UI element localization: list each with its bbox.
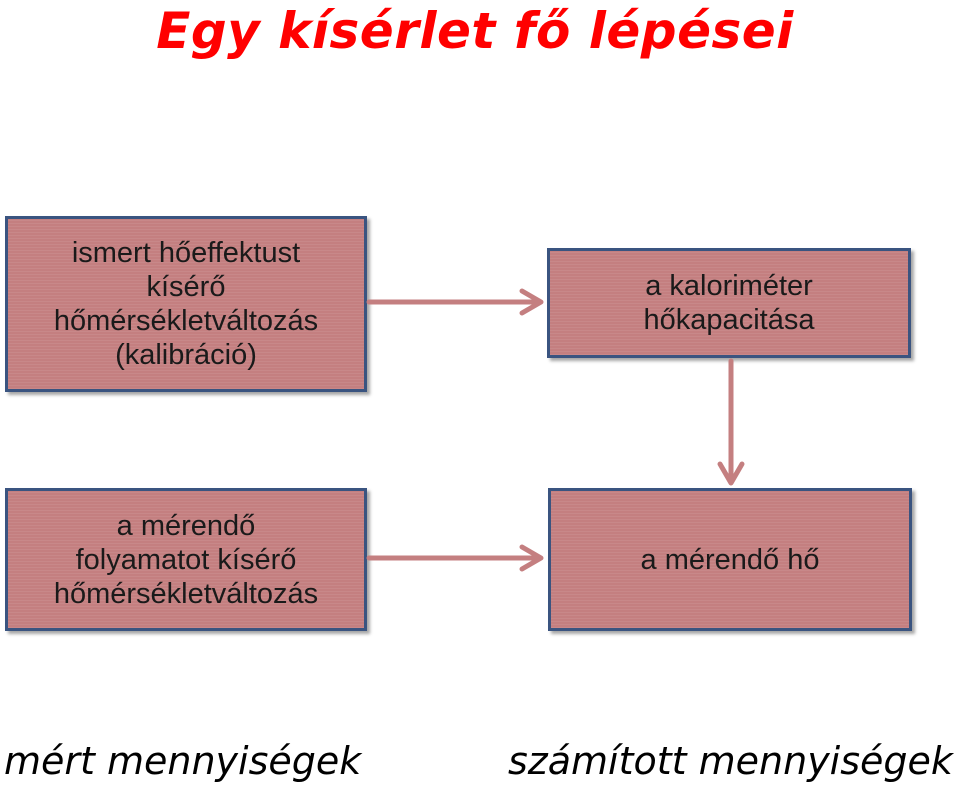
- measured-process-box-text: a mérendő folyamatot kísérő hőmérsékletv…: [54, 509, 318, 611]
- measured-heat-box: a mérendő hő: [548, 488, 912, 631]
- measured-quantities-label: mért mennyiségek: [4, 739, 362, 783]
- heat-capacity-box-text: a kaloriméter hőkapacitása: [644, 269, 815, 337]
- arrow-measured-process-to-measured-heat: [366, 544, 544, 572]
- slide-title: Egy kísérlet fő lépései: [156, 2, 794, 60]
- arrow-head: [519, 288, 544, 316]
- calibration-line-1: ismert hőeffektust: [71, 237, 301, 269]
- measured-process-box: a mérendő folyamatot kísérő hőmérsékletv…: [5, 488, 367, 631]
- calibration-line-4: (kalibráció): [115, 339, 257, 371]
- measured-heat-line-1: a mérendő hő: [640, 543, 820, 576]
- arrow-calibration-to-heat-capacity: [366, 288, 544, 316]
- calibration-line-2: kísérő: [146, 271, 226, 303]
- arrow-heat-capacity-to-measured-heat: [717, 358, 745, 486]
- measured-heat-box-text: a mérendő hő: [641, 543, 820, 577]
- measured-process-line-3: hőmérsékletváltozás: [53, 577, 319, 610]
- measured-process-line-1: a mérendő: [116, 509, 256, 542]
- arrow-head: [717, 461, 745, 486]
- calibration-box-text: ismert hőeffektust kísérő hőmérsékletvál…: [54, 236, 318, 372]
- heat-capacity-box: a kaloriméter hőkapacitása: [547, 248, 911, 358]
- computed-quantities-label: számított mennyiségek: [508, 739, 953, 783]
- measured-process-line-2: folyamatot kísérő: [75, 543, 297, 576]
- calibration-box: ismert hőeffektust kísérő hőmérsékletvál…: [5, 216, 367, 392]
- calibration-line-3: hőmérsékletváltozás: [53, 305, 319, 337]
- heat-capacity-line-1: a kaloriméter: [645, 270, 813, 302]
- arrow-head: [519, 544, 544, 572]
- heat-capacity-line-2: hőkapacitása: [643, 304, 815, 336]
